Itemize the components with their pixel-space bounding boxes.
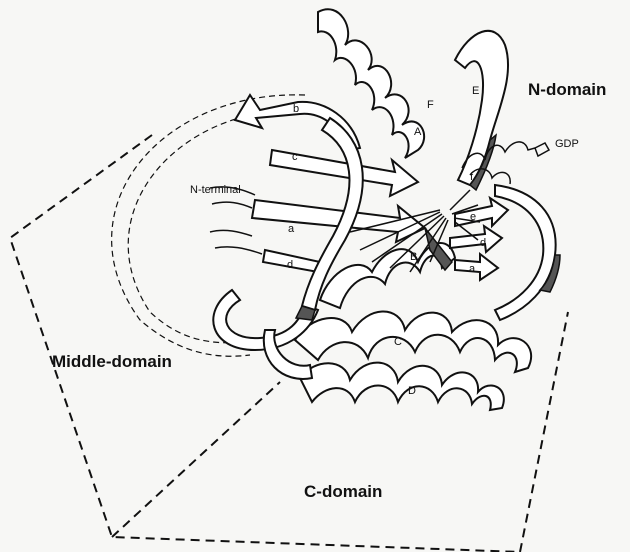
strand-labels: a b c d d e f a: [287, 103, 486, 275]
middle-domain-label: Middle-domain: [52, 352, 172, 371]
strand-label-b: b: [293, 103, 299, 115]
strand-label-c: c: [292, 151, 298, 163]
strand-a-right: [455, 254, 498, 280]
gdp-label: GDP: [555, 138, 579, 150]
helix-label-c: C: [394, 336, 402, 348]
strand-label-e: e: [470, 211, 476, 223]
helix-d: [300, 363, 504, 410]
loop-right: [495, 185, 556, 320]
c-domain-label: C-domain: [304, 482, 382, 501]
middle-c-divider: [112, 382, 280, 537]
n-domain-label: N-domain: [528, 80, 606, 99]
helix-e: [455, 31, 508, 185]
helix-label-d: D: [408, 385, 416, 397]
n-terminal-label: N-terminal: [190, 184, 241, 196]
helix-label-f: F: [427, 99, 434, 111]
helix-label-e: E: [472, 85, 479, 97]
n-terminal-strands: [210, 187, 262, 254]
loop-dashed-outline-inner: [128, 110, 295, 343]
strand-label-a-right: a: [469, 263, 476, 275]
strand-label-d-right: d: [480, 237, 486, 249]
strand-e: [455, 198, 508, 226]
gdp-end-cap: [535, 143, 549, 156]
beta-strands: [235, 95, 508, 320]
strand-label-d: d: [287, 259, 293, 271]
helix-label-b: B: [410, 251, 417, 263]
strand-label-a: a: [288, 223, 295, 235]
loop-dashed-outline-outer: [112, 95, 305, 356]
helix-label-a: A: [414, 126, 422, 138]
